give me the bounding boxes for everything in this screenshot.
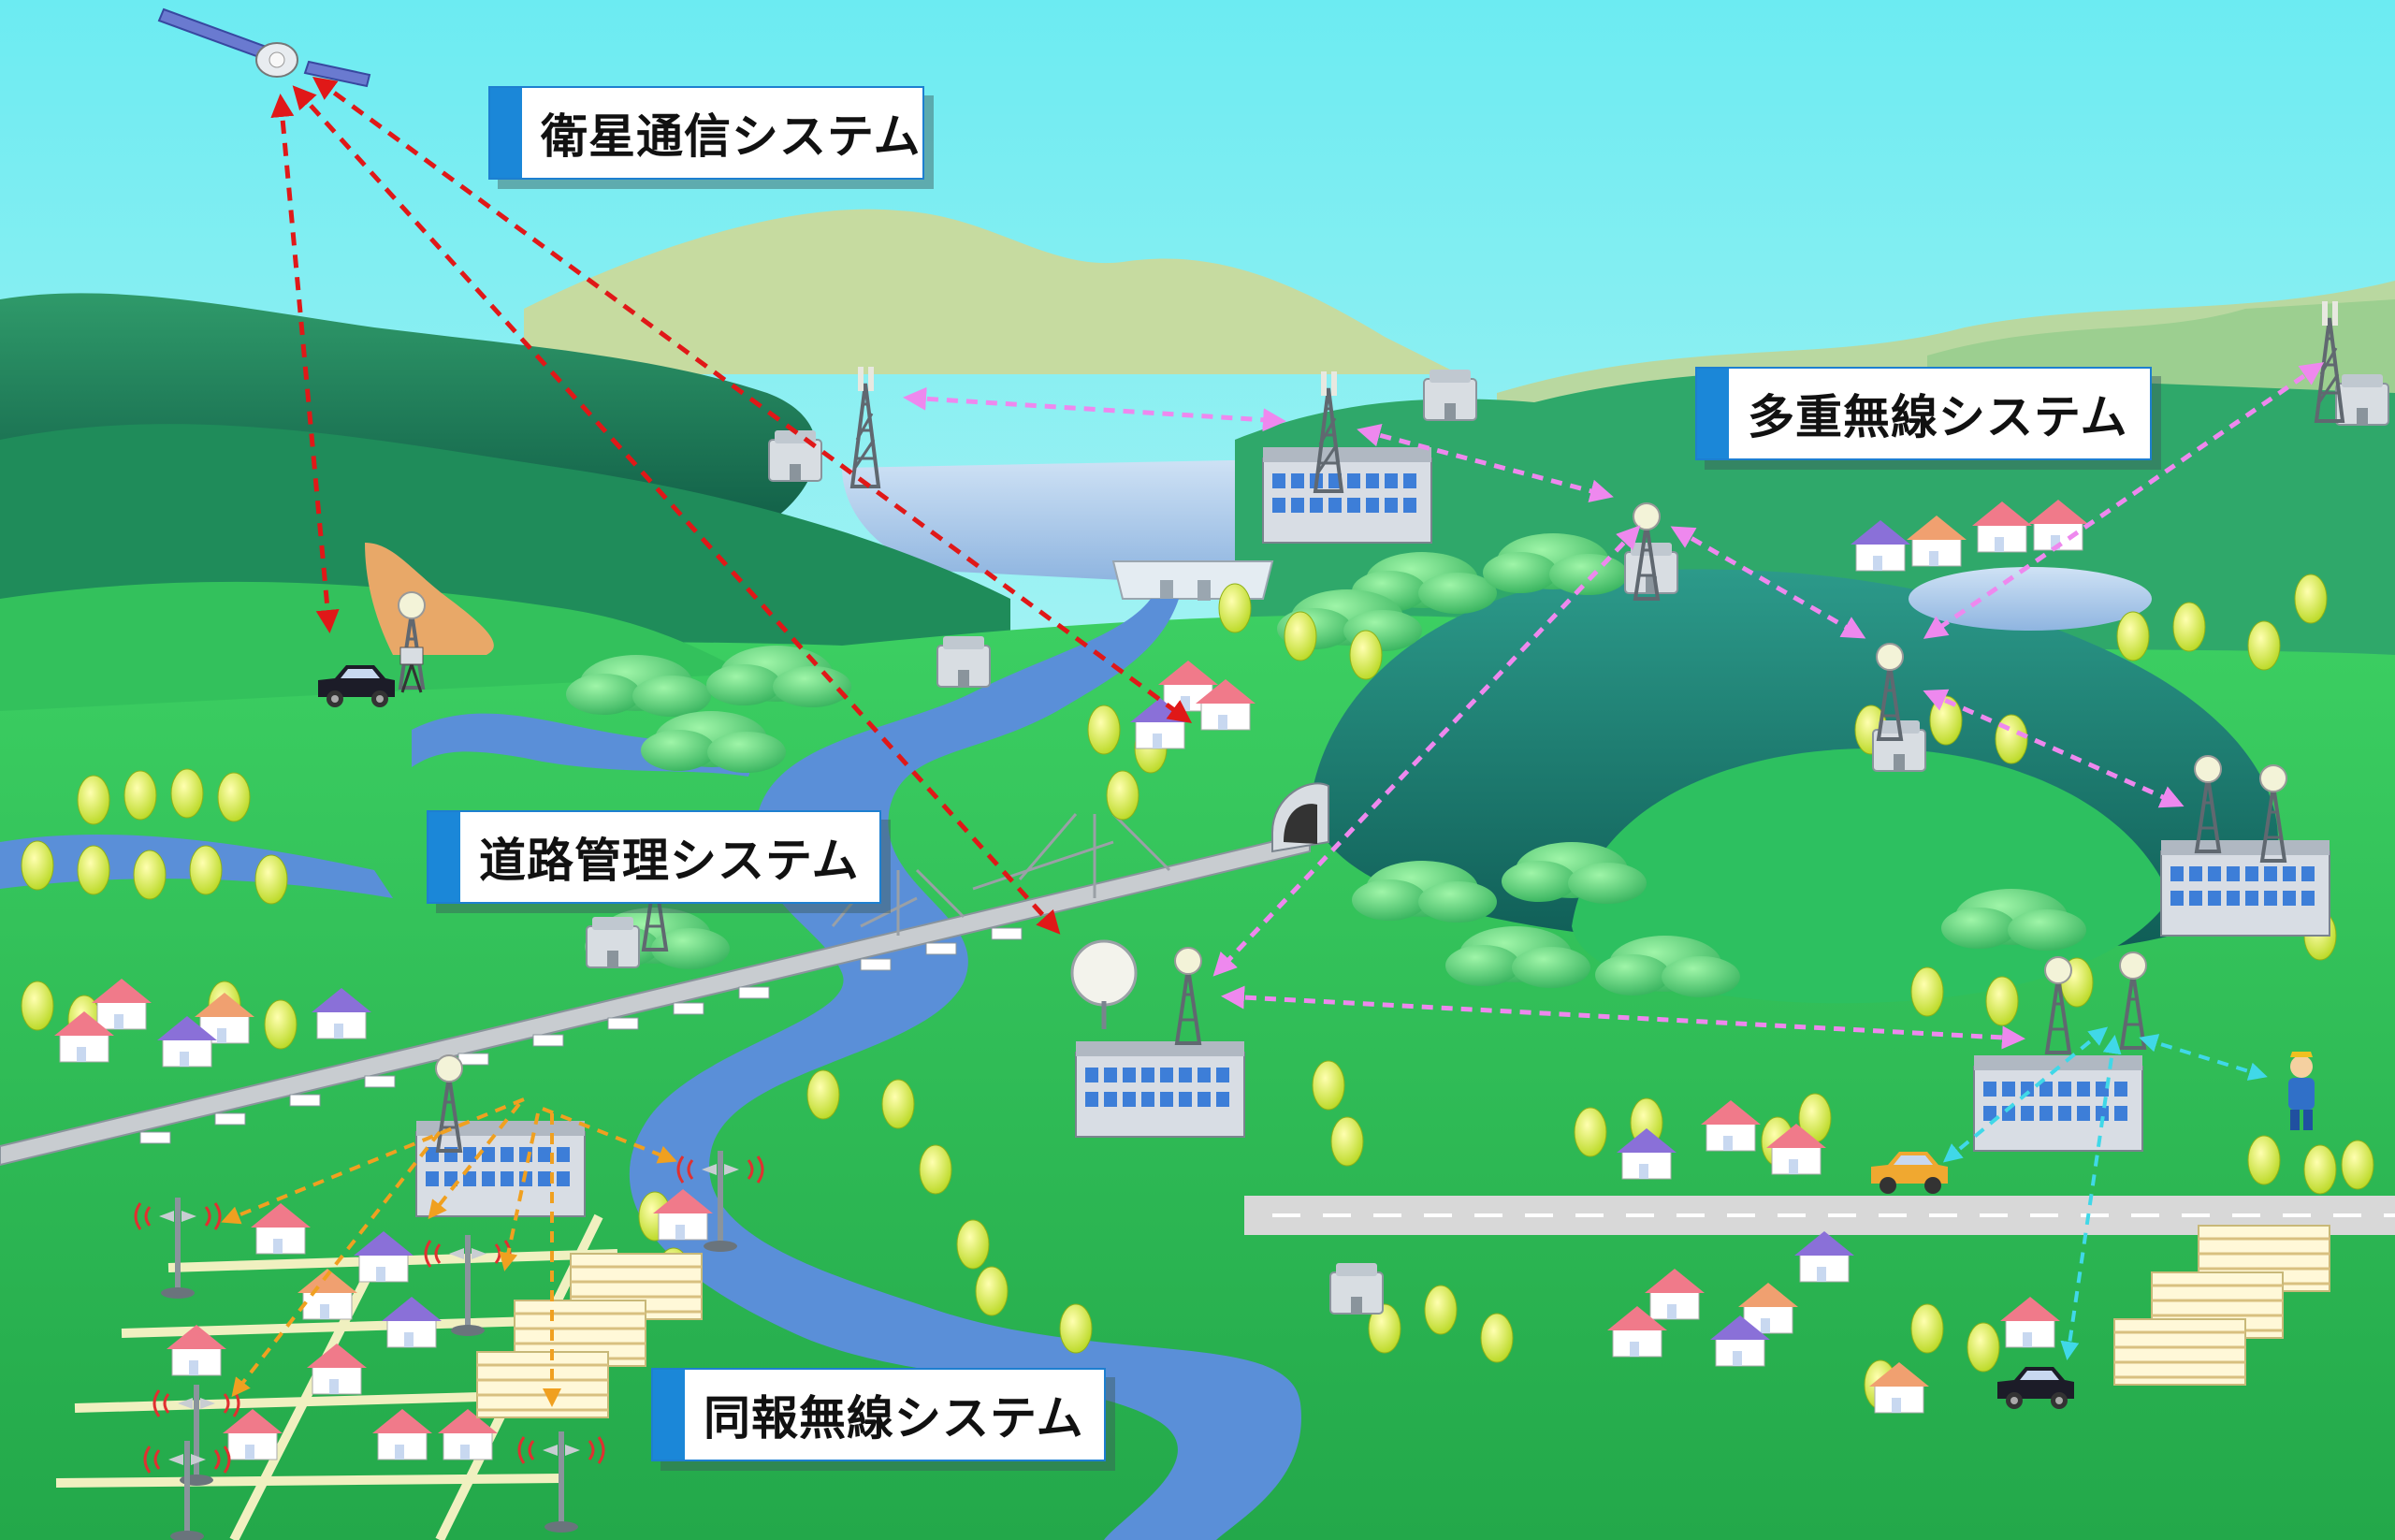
label-accent-bar [653, 1370, 685, 1460]
road-system-label: 道路管理システム [427, 810, 881, 904]
label-accent-bar [428, 812, 460, 902]
car-icon [318, 665, 2074, 1409]
label-accent-bar [490, 88, 522, 178]
road-system-label-text: 道路管理システム [479, 834, 860, 888]
satellite-system-label-text: 衛星通信システム [541, 109, 922, 164]
mobile-links [1942, 1026, 2268, 1360]
antenna-dish-icon [397, 501, 2288, 1153]
satellite-links [270, 77, 1193, 935]
pond [1909, 567, 2152, 631]
broadcast-system-label-text: 同報無線システム [704, 1391, 1084, 1446]
label-accent-bar [1697, 369, 1729, 458]
broadcast-links [221, 1097, 677, 1407]
satellite-system-label: 衛星通信システム [488, 86, 924, 180]
multiplex-system-label: 多重無線システム [1695, 367, 2152, 460]
multiplex-system-label-text: 多重無線システム [1748, 390, 2128, 444]
multiplex-links [903, 362, 2325, 1050]
person-icon [2288, 1052, 2315, 1130]
broadcast-system-label: 同報無線システム [651, 1368, 1106, 1461]
